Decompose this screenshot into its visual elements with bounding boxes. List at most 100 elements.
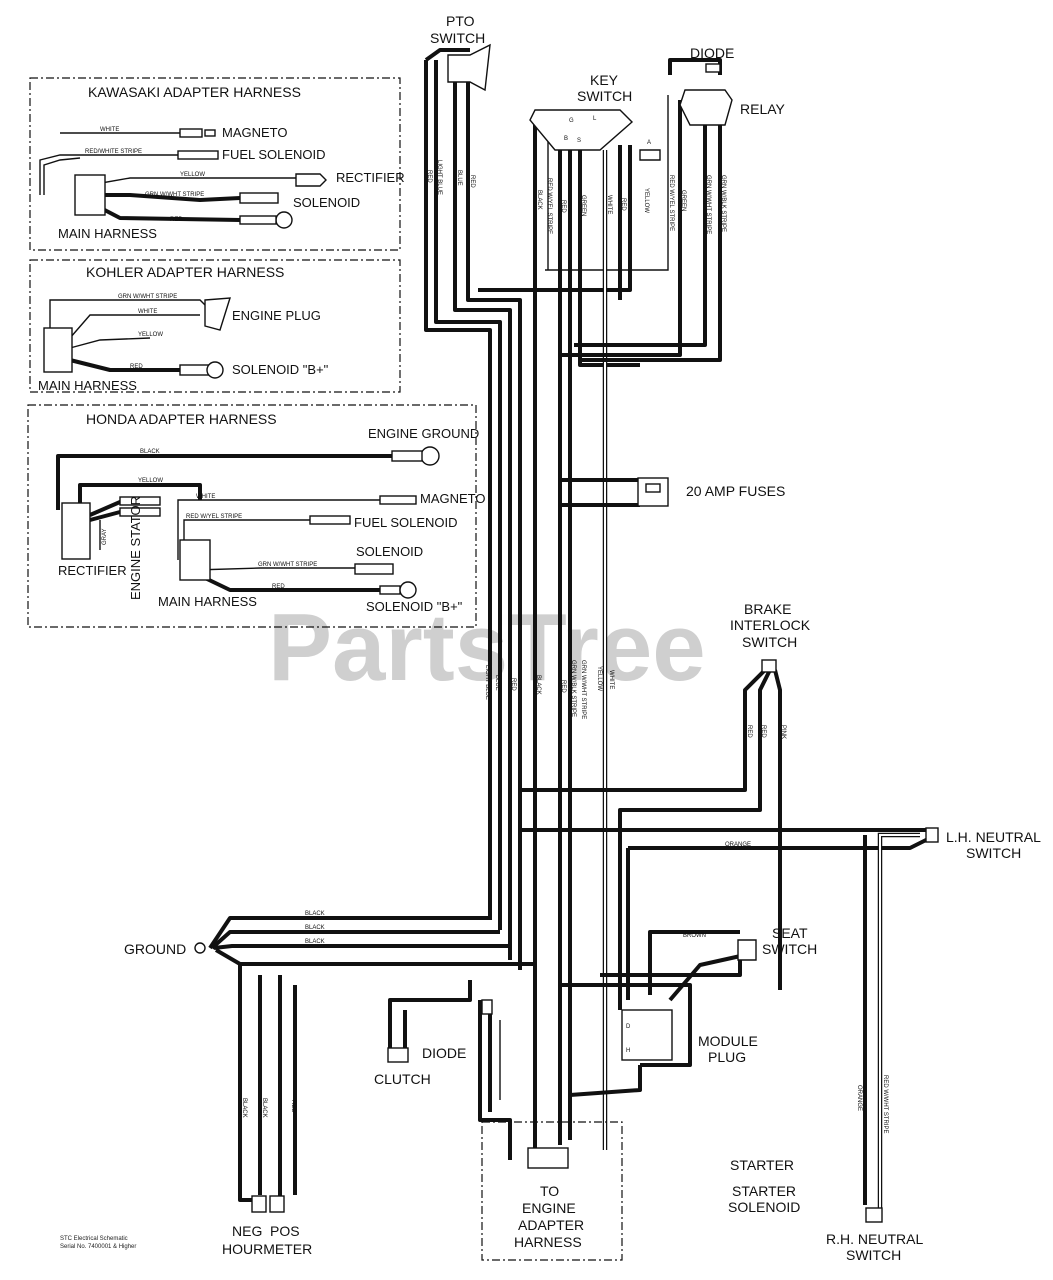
- wire-label-relay-grnblk: GRN W/BLK STRIPE: [720, 175, 726, 232]
- kawasaki-title: KAWASAKI ADAPTER HARNESS: [88, 84, 301, 100]
- honda-wire-red-yel: RED W/YEL STRIPE: [186, 514, 242, 520]
- honda-wire-gray: GRAY: [102, 528, 108, 545]
- kohler-engine-plug-label: ENGINE PLUG: [232, 308, 321, 323]
- component-labels: PTO SWITCH KEY SWITCH DIODE RELAY 20 AMP…: [124, 13, 1041, 1263]
- honda-wire-black: BLACK: [140, 449, 160, 455]
- rh-neutral-label-2: SWITCH: [846, 1247, 901, 1263]
- kawasaki-fuel-solenoid-label: FUEL SOLENOID: [222, 147, 326, 162]
- pto-switch-label-2: SWITCH: [430, 30, 485, 46]
- wire-label-hm-black2: BLACK: [261, 1098, 267, 1118]
- brake-label-1: BRAKE: [744, 601, 791, 617]
- lh-neutral-label-1: L.H. NEUTRAL: [946, 829, 1041, 845]
- honda-rectifier-label: RECTIFIER: [58, 563, 127, 578]
- rh-neutral-label-1: R.H. NEUTRAL: [826, 1231, 923, 1247]
- starter-solenoid-label-1: STARTER: [732, 1183, 796, 1199]
- to-engine-label-2: ENGINE: [522, 1200, 576, 1216]
- module-label-1: MODULE: [698, 1033, 758, 1049]
- kawasaki-wire-grn-white: GRN W/WHT STRIPE: [145, 192, 204, 198]
- honda-magneto-label: MAGNETO: [420, 491, 486, 506]
- footer-line-1: STC Electrical Schematic: [60, 1236, 128, 1242]
- kawasaki-wire-red-white: RED/WHITE STRIPE: [85, 149, 142, 155]
- wire-label-key-red: RED: [560, 200, 566, 213]
- to-engine-label-1: TO: [540, 1183, 559, 1199]
- lh-neutral-label-2: SWITCH: [966, 845, 1021, 861]
- wire-label-key-b: B: [564, 136, 568, 142]
- wire-label-key-redyel: RED W/YEL STRIPE: [546, 178, 552, 234]
- fuses-label: 20 AMP FUSES: [686, 483, 785, 499]
- starter-solenoid-label-2: SOLENOID: [728, 1199, 800, 1215]
- wire-label-key-white: WHITE: [606, 195, 612, 214]
- seat-label-1: SEAT: [772, 925, 808, 941]
- wire-label-hm-black: BLACK: [241, 1098, 247, 1118]
- kawasaki-wire-white: WHITE: [100, 127, 119, 133]
- wire-label-relay-green: GREEN: [680, 190, 686, 211]
- wire-label-mid-yellow: YELLOW: [596, 666, 602, 691]
- to-engine-label-3: ADAPTER: [518, 1217, 584, 1233]
- wire-label-key-yellow: YELLOW: [643, 188, 649, 213]
- honda-wire-white: WHITE: [196, 494, 215, 500]
- wire-label-mid-black: BLACK: [535, 675, 541, 695]
- honda-main-harness-label: MAIN HARNESS: [158, 594, 257, 609]
- kohler-wire-yellow: YELLOW: [138, 332, 163, 338]
- wire-label-hm-red: RED: [290, 1100, 296, 1113]
- to-engine-label-4: HARNESS: [514, 1234, 582, 1250]
- honda-fuel-solenoid-label: FUEL SOLENOID: [354, 515, 458, 530]
- honda-solenoid-b-label: SOLENOID "B+": [366, 599, 463, 614]
- wire-label-pto-red: RED: [426, 170, 432, 183]
- kohler-title: KOHLER ADAPTER HARNESS: [86, 264, 284, 280]
- starter-label: STARTER: [730, 1157, 794, 1173]
- honda-engine-stator-label: ENGINE STATOR: [128, 496, 143, 600]
- wire-label-mid-grnwht: GRN W/WHT STRIPE: [580, 660, 586, 719]
- wire-label-seat-brown: BROWN: [683, 933, 706, 939]
- key-switch-label-2: SWITCH: [577, 88, 632, 104]
- honda-engine-ground-label: ENGINE GROUND: [368, 426, 479, 441]
- neg-label: NEG: [232, 1223, 262, 1239]
- wire-label-rh-orange: ORANGE: [856, 1085, 862, 1111]
- wire-label-brake-red2: RED: [760, 725, 766, 738]
- kohler-wire-grn-white: GRN W/WHT STRIPE: [118, 294, 177, 300]
- brake-label-3: SWITCH: [742, 634, 797, 650]
- kohler-adapter-panel: KOHLER ADAPTER HARNESS ENGINE PLUG SOLEN…: [29, 259, 401, 393]
- kawasaki-wire-red: RED: [170, 217, 183, 223]
- pos-label: POS: [270, 1223, 300, 1239]
- relay-label: RELAY: [740, 101, 786, 117]
- wire-label-brake-red: RED: [746, 725, 752, 738]
- wire-label-module-d: D: [626, 1024, 631, 1030]
- wire-label-pto-blue: BLUE: [456, 170, 462, 186]
- wire-label-key-a: A: [647, 140, 651, 146]
- wire-color-labels: RED LIGHT BLUE BLUE RED BLACK RED W/YEL …: [241, 116, 888, 1134]
- wire-label-ground-black1: BLACK: [305, 911, 325, 917]
- wire-label-ground-black3: BLACK: [305, 939, 325, 945]
- honda-solenoid-label: SOLENOID: [356, 544, 423, 559]
- seat-label-2: SWITCH: [762, 941, 817, 957]
- kawasaki-wire-yellow: YELLOW: [180, 172, 205, 178]
- component-symbols: [194, 43, 939, 1261]
- pto-switch-label-1: PTO: [446, 13, 475, 29]
- wire-label-key-black: BLACK: [536, 190, 542, 210]
- watermark-text: PartsTree: [268, 594, 706, 701]
- brake-label-2: INTERLOCK: [730, 617, 811, 633]
- wire-label-brake-pink: PINK: [780, 725, 786, 739]
- wire-label-key-l: L: [593, 116, 597, 122]
- honda-wire-red: RED: [272, 584, 285, 590]
- wire-label-rh-redwht: RED W/WHT STRIPE: [882, 1075, 888, 1134]
- wire-label-mid-blue: BLUE: [494, 675, 500, 691]
- wire-label-mid-red: RED: [510, 678, 516, 691]
- kawasaki-magneto-label: MAGNETO: [222, 125, 288, 140]
- module-label-2: PLUG: [708, 1049, 746, 1065]
- diode-top-label: DIODE: [690, 45, 734, 61]
- wire-label-pto-lblue: LIGHT BLUE: [436, 160, 442, 195]
- wire-label-orange: ORANGE: [725, 842, 751, 848]
- wire-label-pto-red2: RED: [469, 175, 475, 188]
- kawasaki-main-harness-label: MAIN HARNESS: [58, 226, 157, 241]
- ground-label: GROUND: [124, 941, 186, 957]
- main-harness-wires: [208, 48, 931, 1210]
- kohler-main-harness-label: MAIN HARNESS: [38, 378, 137, 393]
- kohler-solenoid-b-label: SOLENOID "B+": [232, 362, 329, 377]
- hourmeter-label: HOURMETER: [222, 1241, 312, 1257]
- wire-label-mid-grnblk: GRN W/BLK STRIPE: [570, 660, 576, 717]
- wire-label-key-red2: RED: [620, 198, 626, 211]
- wire-label-mid-red2: RED: [560, 680, 566, 693]
